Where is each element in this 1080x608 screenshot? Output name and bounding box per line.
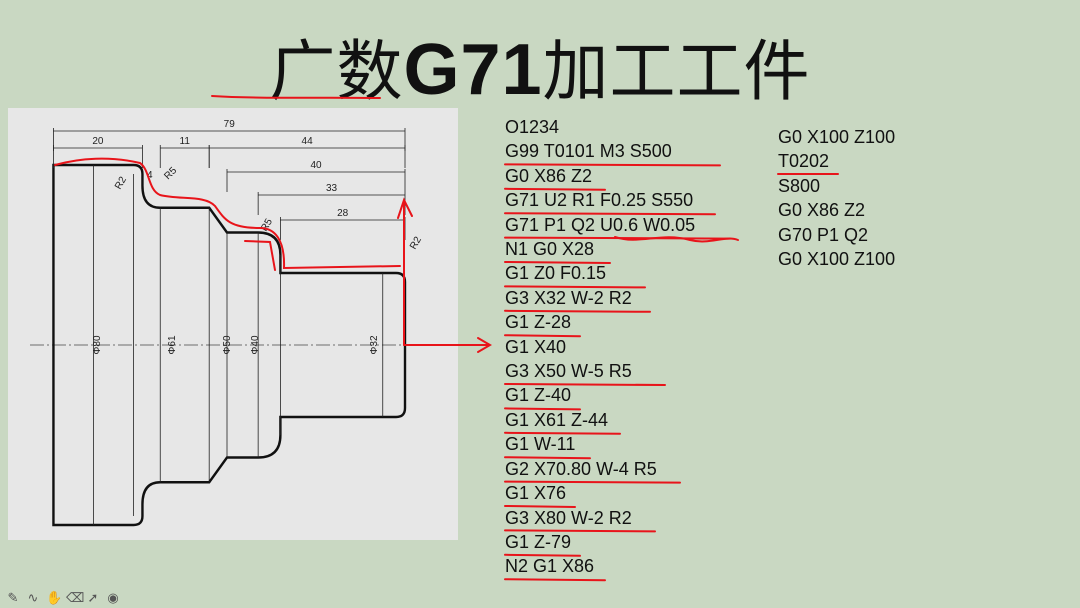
code-underline xyxy=(504,212,716,216)
code-underline xyxy=(504,261,611,264)
code-underline xyxy=(504,480,681,484)
code-line: G71 U2 R1 F0.25 S550 xyxy=(505,190,694,211)
code-line: G1 Z-79 xyxy=(505,531,572,552)
diameter-label: Φ40 xyxy=(250,335,261,355)
code-underline xyxy=(504,334,581,338)
code-line: N2 G1 X86 xyxy=(505,556,595,577)
code-line: G1 X40 xyxy=(505,336,567,357)
dimension-label: 33 xyxy=(326,183,338,194)
red-toolpath xyxy=(244,240,276,271)
dimension-label: 28 xyxy=(337,208,349,219)
code-line: G1 Z0 F0.15 xyxy=(505,263,607,284)
profile-bottom xyxy=(52,345,407,527)
code-wavy-underline xyxy=(614,236,739,243)
dimension-label: 11 xyxy=(180,136,191,147)
code-underline xyxy=(504,431,621,435)
pen-icon[interactable]: ✎ xyxy=(7,590,19,605)
code-underline xyxy=(504,505,576,508)
code-line: G71 P1 Q2 U0.6 W0.05 xyxy=(505,214,696,235)
code-line: G3 X32 W-2 R2 xyxy=(505,287,632,308)
code-line: G0 X86 Z2 xyxy=(505,165,593,186)
title-suffix: 加工工件 xyxy=(542,33,811,110)
dimension-label: 20 xyxy=(92,136,104,147)
code-underline xyxy=(504,407,581,411)
diameter-label: Φ80 xyxy=(92,335,103,355)
code-line: G0 X86 Z2 xyxy=(778,200,866,221)
dimension-label: 4 xyxy=(147,170,153,181)
dimension-label: 40 xyxy=(310,160,322,171)
slide-title: 广数G71加工工件 xyxy=(0,18,1080,114)
code-line: T0202 xyxy=(778,151,830,172)
code-line: G1 Z-28 xyxy=(505,312,572,333)
code-line: G1 W-11 xyxy=(505,434,576,455)
code-underline xyxy=(504,529,656,533)
code-line: G3 X80 W-2 R2 xyxy=(505,507,632,528)
code-underline xyxy=(504,456,591,460)
code-line: G99 T0101 M3 S500 xyxy=(505,141,672,162)
dimension-label: 44 xyxy=(302,136,314,147)
dimension-lines xyxy=(53,128,406,525)
dimension-label: 79 xyxy=(224,119,236,130)
diameter-label: Φ32 xyxy=(369,335,380,355)
drawing-panel xyxy=(8,108,458,540)
code-line: G0 X100 Z100 xyxy=(778,249,896,270)
code-line: G1 X61 Z-44 xyxy=(505,409,609,430)
pointer-icon[interactable]: ➚ xyxy=(87,590,99,605)
code-underline xyxy=(504,285,646,289)
eraser-icon[interactable]: ⌫ xyxy=(66,590,85,605)
annotation-toolbar: ✎ ∿ ✋⌫➚ ◉ xyxy=(6,590,120,606)
red-up-arrow xyxy=(397,197,413,346)
profile-top xyxy=(52,163,407,345)
curve-icon[interactable]: ∿ xyxy=(27,590,39,605)
highlighter-icon[interactable]: ✋ xyxy=(46,590,63,605)
code-line: G1 X76 xyxy=(505,483,567,504)
code-line: O1234 xyxy=(505,117,560,137)
code-line: S800 xyxy=(778,175,821,196)
code-underline xyxy=(504,578,606,582)
title-underline xyxy=(211,95,381,99)
code-line: G0 X100 Z100 xyxy=(778,127,896,147)
red-annotations xyxy=(54,95,839,582)
code-underline xyxy=(504,553,581,557)
code-underline xyxy=(504,309,651,313)
record-icon[interactable]: ◉ xyxy=(107,590,119,605)
code-line: G70 P1 Q2 xyxy=(778,224,869,245)
code-underline xyxy=(504,187,606,191)
diameter-label: Φ61 xyxy=(167,335,178,355)
code-line: G2 X70.80 W-4 R5 xyxy=(505,458,657,479)
red-toolpath xyxy=(54,157,401,270)
code-underline xyxy=(504,383,666,386)
part-profile xyxy=(52,163,407,527)
code-line: N1 G0 X28 xyxy=(505,239,595,260)
diameter-label: Φ50 xyxy=(222,335,233,355)
code-line: G1 Z-40 xyxy=(505,385,572,406)
red-right-arrow xyxy=(403,337,492,353)
title-code: G71 xyxy=(403,30,543,110)
code-underline xyxy=(504,163,721,167)
code-line: G3 X50 W-5 R5 xyxy=(505,361,632,382)
